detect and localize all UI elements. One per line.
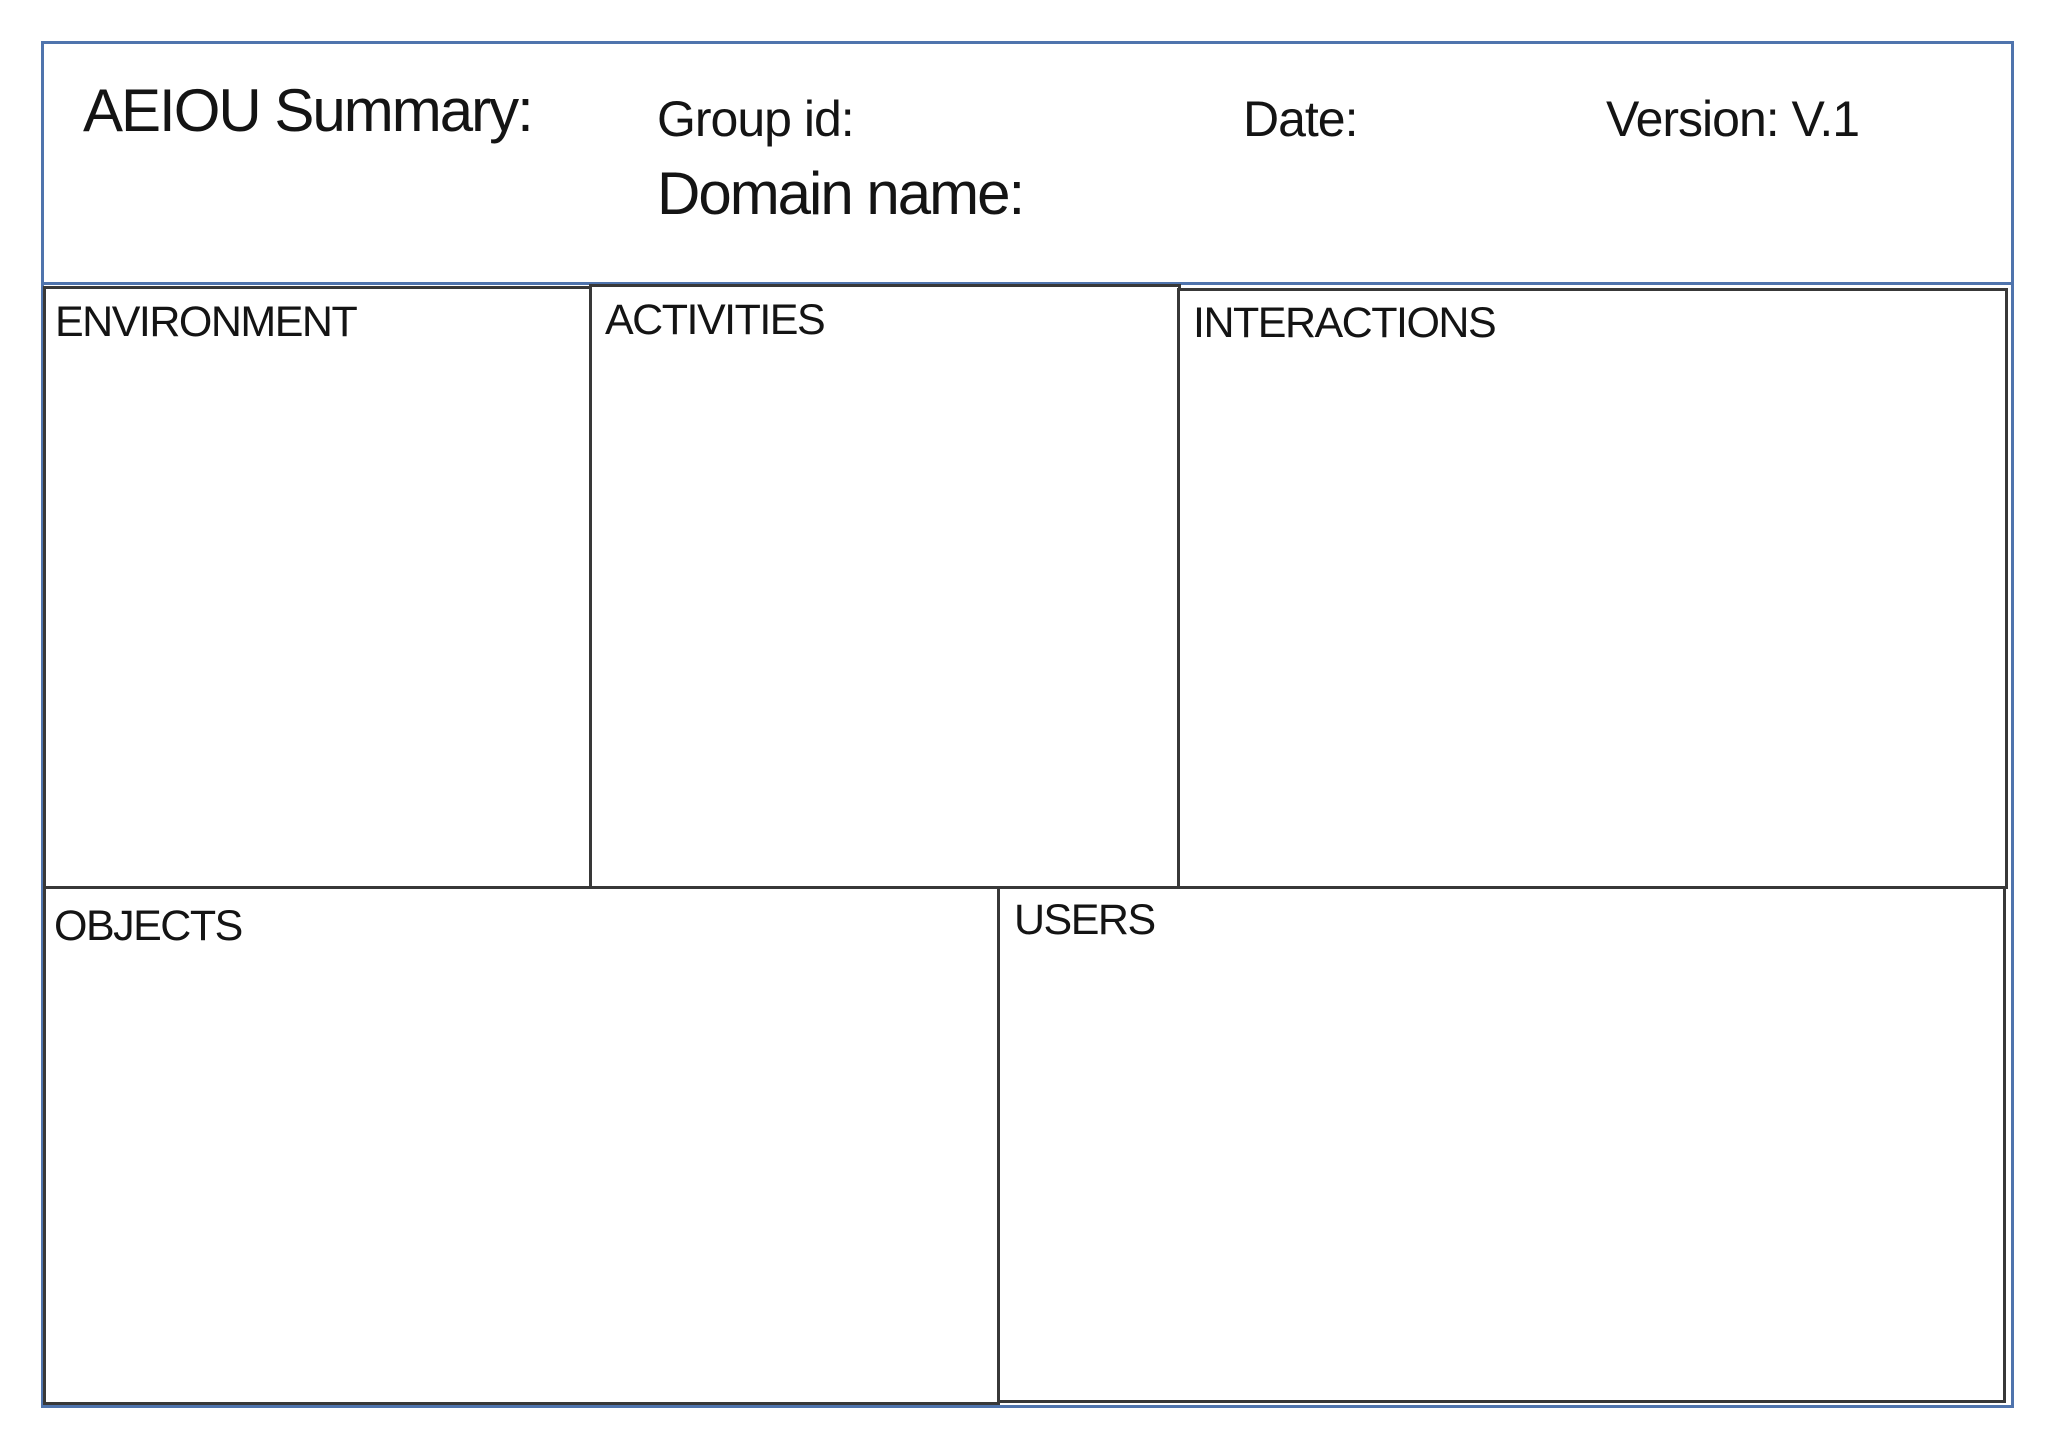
activities-label: ACTIVITIES xyxy=(605,296,826,344)
activities-box[interactable]: ACTIVITIES xyxy=(589,284,1181,890)
date-label: Date: xyxy=(1243,91,1359,147)
header-divider xyxy=(41,282,2014,285)
environment-label: ENVIRONMENT xyxy=(55,298,358,346)
environment-box[interactable]: ENVIRONMENT xyxy=(43,286,592,890)
date-field[interactable] xyxy=(1365,88,1590,150)
group-id-field[interactable] xyxy=(860,88,1190,150)
users-label: USERS xyxy=(1014,896,1156,944)
objects-label: OBJECTS xyxy=(54,902,243,950)
domain-name-label: Domain name: xyxy=(657,160,1025,227)
environment-content[interactable] xyxy=(56,359,579,879)
objects-box[interactable]: OBJECTS xyxy=(43,886,1000,1405)
interactions-box[interactable]: INTERACTIONS xyxy=(1177,288,2008,889)
objects-content[interactable] xyxy=(56,959,987,1394)
activities-content[interactable] xyxy=(602,357,1168,879)
interactions-content[interactable] xyxy=(1190,361,1995,878)
users-box[interactable]: USERS xyxy=(997,886,2006,1403)
page-title: AEIOU Summary: xyxy=(83,77,534,144)
users-content[interactable] xyxy=(1010,959,1993,1392)
group-id-label: Group id: xyxy=(657,91,855,147)
domain-name-field[interactable] xyxy=(1045,158,1565,230)
version-label: Version: V.1 xyxy=(1606,91,1860,147)
interactions-label: INTERACTIONS xyxy=(1193,299,1497,347)
